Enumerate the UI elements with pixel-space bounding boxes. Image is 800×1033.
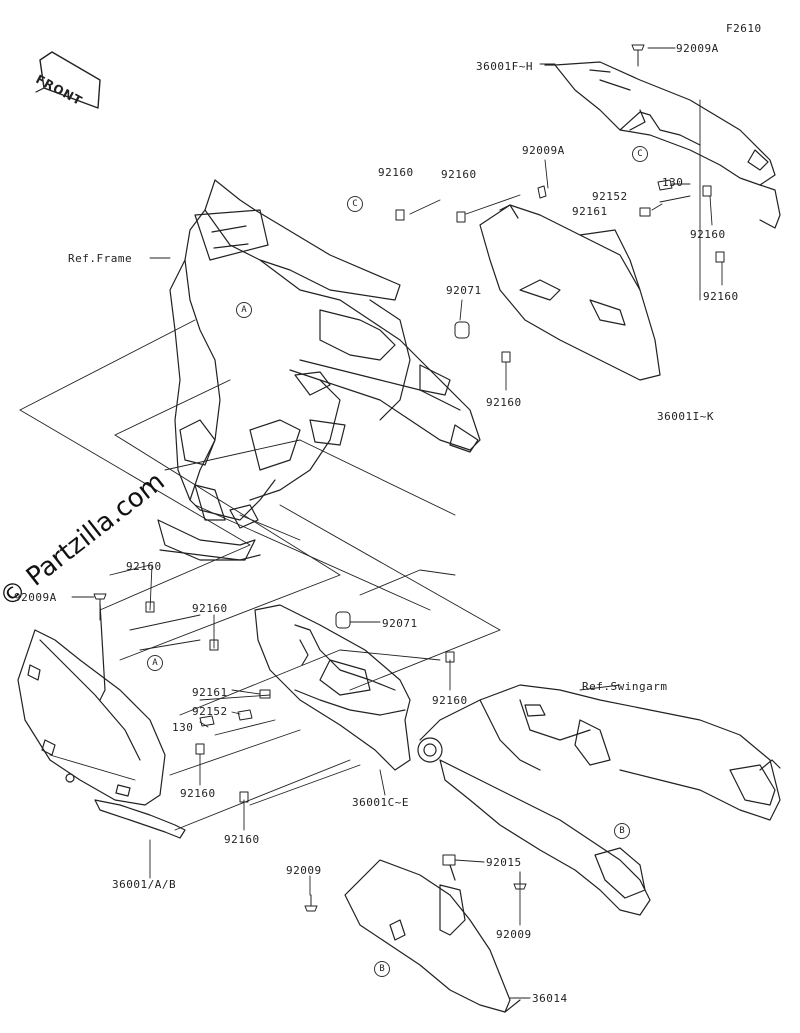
ref-frame-label: Ref.Frame	[68, 252, 133, 265]
part-130-top[interactable]: 130	[662, 176, 684, 189]
part-92160-g[interactable]: 92160	[192, 602, 228, 615]
part-92160-e[interactable]: 92160	[486, 396, 522, 409]
part-92009A-left[interactable]: 92009A	[14, 591, 57, 604]
ref-swingarm-label: Ref.Swingarm	[582, 680, 668, 693]
front-arrow-icon	[35, 51, 101, 109]
frame-drawing	[157, 179, 481, 561]
part-92161-top[interactable]: 92161	[572, 205, 608, 218]
part-92160-j[interactable]: 92160	[224, 833, 260, 846]
part-36001I-K[interactable]: 36001I~K	[657, 410, 714, 423]
leader-lines	[71, 47, 723, 999]
callout-c-frame: C	[347, 196, 363, 212]
callout-a-frame: A	[236, 302, 252, 318]
callout-b-guard: B	[374, 961, 390, 977]
part-92071-top[interactable]: 92071	[446, 284, 482, 297]
part-92160-f[interactable]: 92160	[126, 560, 162, 573]
part-92160-c[interactable]: 92160	[690, 228, 726, 241]
part-36001C-E[interactable]: 36001C~E	[352, 796, 409, 809]
middle-cover-drawing	[254, 604, 411, 771]
part-92152-mid[interactable]: 92152	[192, 705, 228, 718]
part-92161-mid[interactable]: 92161	[192, 686, 228, 699]
part-92160-a[interactable]: 92160	[378, 166, 414, 179]
part-130-mid[interactable]: 130	[172, 721, 194, 734]
figure-code: F2610	[726, 22, 762, 35]
part-92009-left[interactable]: 92009	[286, 864, 322, 877]
chain-guard-drawing	[344, 859, 521, 1013]
part-92160-d[interactable]: 92160	[703, 290, 739, 303]
part-92009A-top[interactable]: 92009A	[676, 42, 719, 55]
part-92009A-mid[interactable]: 92009A	[522, 144, 565, 157]
part-36014[interactable]: 36014	[532, 992, 568, 1005]
part-92160-b[interactable]: 92160	[441, 168, 477, 181]
callout-a-cover: A	[147, 655, 163, 671]
part-36001F-H[interactable]: 36001F~H	[476, 60, 533, 73]
callout-c-cover: C	[632, 146, 648, 162]
left-cover-drawing	[17, 603, 186, 839]
part-36001-A-B[interactable]: 36001/A/B	[112, 878, 177, 891]
part-92009-right[interactable]: 92009	[496, 928, 532, 941]
part-92071-mid[interactable]: 92071	[382, 617, 418, 630]
upper-cover-drawing	[479, 61, 781, 381]
callout-b-swingarm: B	[614, 823, 630, 839]
part-92015[interactable]: 92015	[486, 856, 522, 869]
part-92160-h[interactable]: 92160	[432, 694, 468, 707]
swingarm-drawing	[417, 684, 781, 916]
part-92152-top[interactable]: 92152	[592, 190, 628, 203]
guide-lines	[19, 319, 501, 831]
part-92160-i[interactable]: 92160	[180, 787, 216, 800]
